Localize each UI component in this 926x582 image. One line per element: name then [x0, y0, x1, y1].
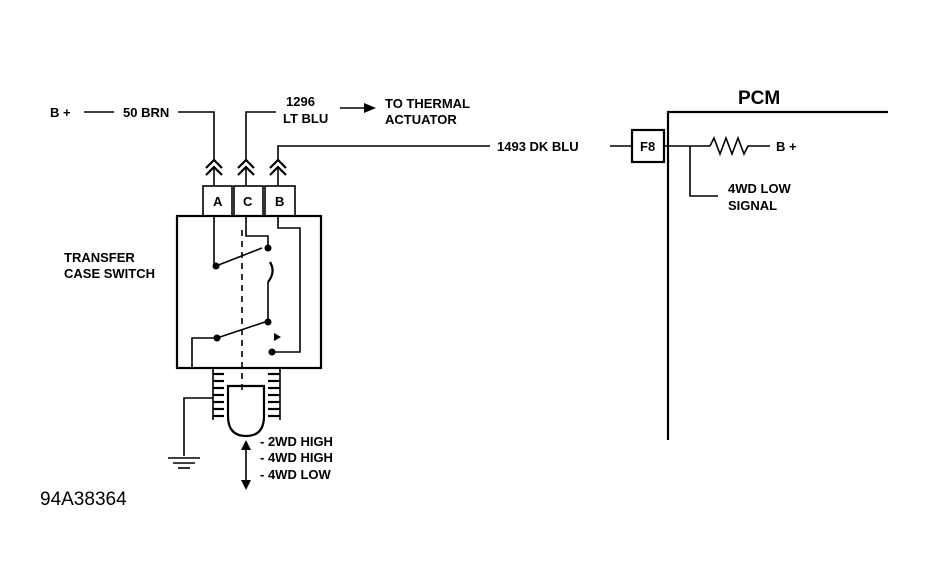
signal-label-line1: 4WD LOW [728, 181, 792, 196]
pcm-b-plus-label: B + [776, 139, 797, 154]
pin-b-label: B [275, 194, 284, 209]
switch-title-line2: CASE SWITCH [64, 266, 155, 281]
signal-label-line2: SIGNAL [728, 198, 777, 213]
wire-1493-label: 1493 DK BLU [497, 139, 579, 154]
plunger [226, 384, 266, 438]
wire-lt-blu-label: LT BLU [283, 111, 328, 126]
connector-chevrons [205, 158, 287, 186]
position-2wd-high: - 2WD HIGH [260, 434, 333, 449]
signal-tap-wire [689, 146, 718, 197]
pcm-outline [666, 110, 888, 440]
wire-1296-label: 1296 [286, 94, 315, 109]
spring-left [212, 368, 224, 420]
ground-icon [168, 397, 213, 469]
actuator-arrow-icon [364, 103, 376, 113]
pin-f8-label: F8 [640, 139, 655, 154]
resistor-icon [709, 135, 770, 157]
wire-50-brn [178, 111, 215, 160]
wire-1493-dk-blu [277, 145, 490, 160]
actuator-label: ACTUATOR [385, 112, 457, 127]
spring-right [268, 368, 281, 420]
pin-c-label: C [243, 194, 253, 209]
wire-1296-lt-blu [245, 111, 276, 160]
switch-title-line1: TRANSFER [64, 250, 135, 265]
position-4wd-low: - 4WD LOW [260, 467, 331, 482]
pcm-title: PCM [738, 88, 780, 109]
wire-50-brn-label: 50 BRN [123, 105, 169, 120]
to-thermal-label: TO THERMAL [385, 96, 470, 111]
switch-internal-wiring [191, 216, 301, 368]
figure-id: 94A38364 [40, 489, 127, 510]
b-plus-left-label: B + [50, 105, 71, 120]
transfer-case-switch-body [175, 214, 323, 370]
travel-arrow-icon [241, 440, 251, 490]
pin-a-label: A [213, 194, 223, 209]
position-4wd-high: - 4WD HIGH [260, 450, 333, 465]
